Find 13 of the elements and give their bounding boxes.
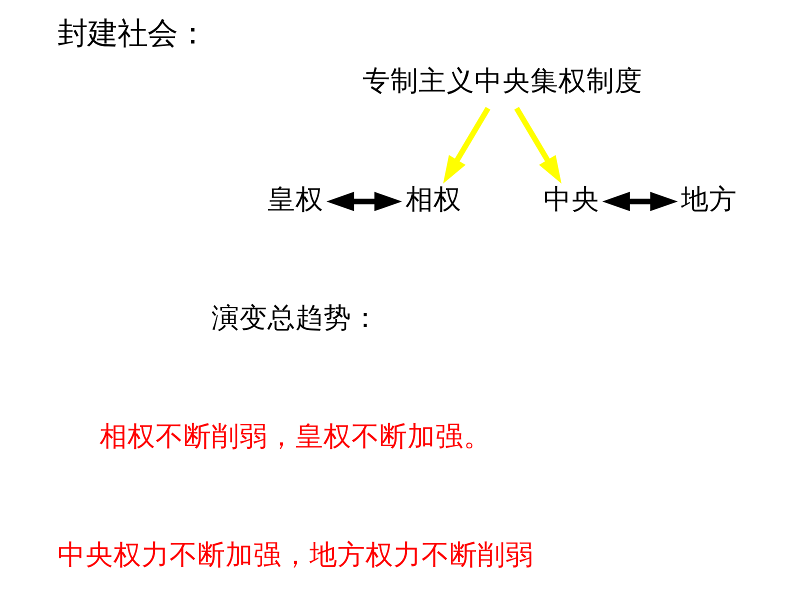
node-text: 相权 [404,182,461,216]
arrow [514,106,561,184]
arrow [442,106,490,184]
node-text: 专制主义中央集权制度 [362,64,642,97]
diagram-title: 封建社会： [57,16,208,52]
label: 演变总趋势： [210,300,379,334]
node-text: 皇权 [266,182,323,216]
node-text: 中央 [542,182,599,216]
label: 中央权力不断加强，地方权力不断削弱 [56,538,533,572]
arrow [602,192,678,212]
arrow [326,192,402,212]
label: 相权不断削弱，皇权不断加强。 [98,420,491,453]
node-text: 地方 [680,182,737,216]
